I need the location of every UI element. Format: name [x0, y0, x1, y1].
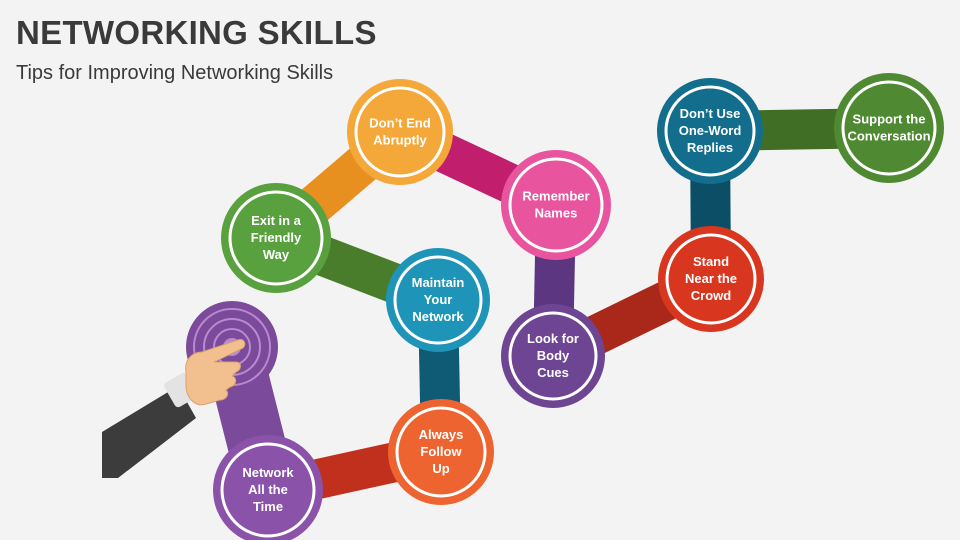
step-label-line: Cues	[537, 365, 569, 380]
step-label-line: Time	[253, 499, 283, 514]
step-label-line: Body	[537, 348, 570, 363]
step-ring	[664, 85, 756, 177]
step-label-line: Network	[412, 309, 464, 324]
step-circle	[386, 248, 490, 352]
step-ring	[393, 255, 483, 345]
step-circle	[501, 150, 611, 260]
step-ring	[354, 86, 446, 178]
pointing-hand-icon	[102, 339, 246, 478]
step-label-line: Near the	[685, 271, 737, 286]
step-circle	[658, 226, 764, 332]
step-circle	[221, 183, 331, 293]
step-label-line: Replies	[687, 140, 733, 155]
step-label-line: Crowd	[691, 288, 732, 303]
step-label-line: Support the	[853, 112, 926, 127]
step-label-line: Don’t Use	[680, 106, 741, 121]
step-circle	[834, 73, 944, 183]
step-label-line: Names	[535, 206, 578, 221]
step-label-line: Stand	[693, 254, 729, 269]
step-label-line: All the	[248, 482, 288, 497]
step-label-line: Your	[424, 292, 453, 307]
step-label-line: Friendly	[251, 230, 302, 245]
step-label-line: Abruptly	[373, 133, 427, 148]
step-circle	[501, 304, 605, 408]
step-circle	[347, 79, 453, 185]
step-ring	[228, 190, 324, 286]
step-ring	[841, 80, 937, 176]
step-circle	[388, 399, 494, 505]
step-label-line: Conversation	[847, 129, 930, 144]
step-ring	[395, 406, 487, 498]
step-circle	[657, 78, 763, 184]
step-label-line: Look for	[527, 331, 579, 346]
step-label-line: Follow	[420, 444, 462, 459]
step-label-line: Way	[263, 247, 290, 262]
step-label-line: Maintain	[412, 275, 465, 290]
step-ring	[220, 442, 316, 538]
step-label-line: Network	[242, 465, 294, 480]
step-label-line: Exit in a	[251, 213, 302, 228]
page-subtitle: Tips for Improving Networking Skills	[16, 62, 334, 84]
page-title: NETWORKING SKILLS	[16, 14, 377, 51]
step-label-line: Don’t End	[369, 116, 430, 131]
step-circle	[213, 435, 323, 540]
step-label-line: Up	[432, 461, 449, 476]
step-label-line: Remember	[522, 189, 589, 204]
step-label-line: One-Word	[679, 123, 742, 138]
step-ring	[508, 157, 604, 253]
step-ring	[508, 311, 598, 401]
step-ring	[665, 233, 757, 325]
step-label-line: Always	[419, 427, 464, 442]
